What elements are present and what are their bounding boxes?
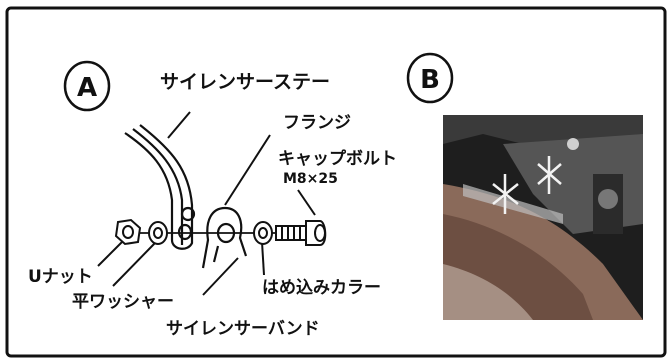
press-fit-collar-part <box>253 221 273 245</box>
panel-b-photo <box>443 114 643 320</box>
leader-silencer-stay <box>167 111 191 139</box>
leader-flat-washer <box>112 242 156 287</box>
label-u-nut: Uナット <box>28 267 93 287</box>
u-nut-part <box>114 218 142 246</box>
leader-u-nut <box>97 239 125 267</box>
label-flange: フランジ <box>283 113 351 133</box>
silencer-stay-part <box>124 124 196 250</box>
cap-bolt-part <box>275 220 327 246</box>
highlight-marks <box>492 156 562 214</box>
label-flat-washer: 平ワッシャー <box>72 292 174 312</box>
panel-b-letter: B <box>420 65 440 95</box>
leader-press-fit-collar <box>261 241 265 276</box>
silencer-band-part <box>201 206 248 269</box>
label-press-fit-collar: はめ込みカラー <box>262 278 381 298</box>
leader-flange <box>224 134 271 206</box>
leader-lines <box>97 111 316 296</box>
flat-washer-part <box>148 221 168 245</box>
panel-a-letter: A <box>77 73 97 103</box>
leader-silencer-band <box>202 257 239 296</box>
label-silencer-band: サイレンサーバンド <box>166 319 320 339</box>
panel-b-badge: B <box>406 52 454 104</box>
leader-cap-bolt <box>297 189 316 216</box>
panel-a-badge: A <box>63 60 111 112</box>
outer-frame <box>5 6 667 358</box>
label-cap-bolt-spec: M8×25 <box>283 171 338 187</box>
label-cap-bolt: キャップボルト <box>278 148 397 169</box>
label-silencer-stay: サイレンサーステー <box>160 71 330 93</box>
